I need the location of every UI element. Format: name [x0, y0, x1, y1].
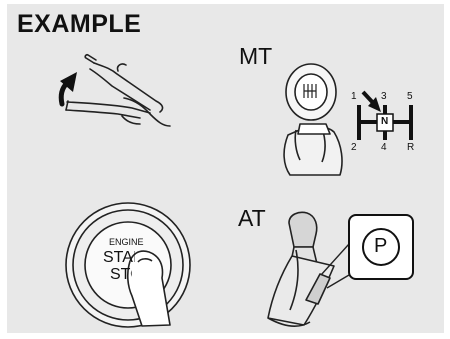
manual-shifter-illustration: [284, 64, 342, 175]
button-text-engine: ENGINE: [109, 237, 144, 247]
gear-3-label: 3: [381, 91, 387, 102]
gear-1-label: 1: [351, 91, 357, 102]
mt-label: MT: [239, 43, 272, 70]
pull-arrow-icon: [60, 72, 77, 104]
park-label: P: [374, 235, 387, 258]
at-label: AT: [238, 205, 266, 232]
parking-brake-illustration: [66, 55, 170, 126]
gear-2-label: 2: [351, 142, 357, 153]
automatic-shifter-illustration: [268, 212, 334, 326]
neutral-arrow-icon: [363, 92, 381, 112]
neutral-label: N: [381, 116, 388, 127]
gear-5-label: 5: [407, 91, 413, 102]
gear-r-label: R: [407, 142, 414, 153]
gear-4-label: 4: [381, 142, 387, 153]
